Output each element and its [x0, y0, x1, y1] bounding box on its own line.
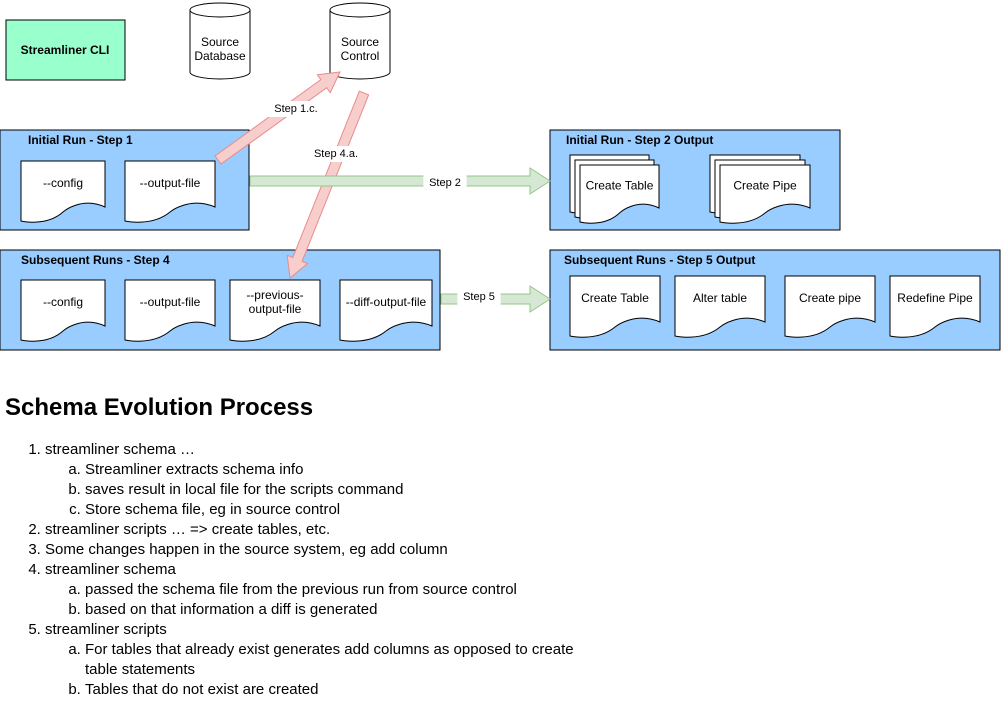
doc-label: --config	[43, 295, 83, 309]
group-title: Subsequent Runs - Step 5 Output	[564, 253, 755, 267]
doc-label: Redefine Pipe	[897, 291, 973, 305]
process-step-text: streamliner scripts	[45, 621, 167, 638]
alter-table-doc: Alter table	[674, 275, 766, 338]
svg-text:Step 2: Step 2	[429, 177, 461, 189]
process-substep: based on that information a diff is gene…	[85, 600, 575, 620]
doc-label: Create pipe	[799, 291, 861, 305]
cylinder-label: Database	[194, 49, 246, 63]
create-pipe-doc: Create Pipe	[709, 154, 811, 224]
process-step-text: streamliner schema …	[45, 441, 196, 458]
process-step-text: streamliner schema	[45, 561, 176, 578]
create-table-doc: Create Table	[569, 275, 661, 338]
cylinder-label: Source	[341, 35, 379, 49]
create-pipe-doc: Create pipe	[784, 275, 876, 338]
process-step: streamliner schema passed the schema file…	[45, 560, 575, 620]
process-steps-list: streamliner schema … Streamliner extracts…	[0, 440, 575, 700]
create-table-doc: Create Table	[569, 154, 660, 224]
process-step: Some changes happen in the source system…	[45, 540, 575, 560]
doc-label: --previous-	[246, 288, 303, 302]
process-substep: passed the schema file from the previous…	[85, 580, 575, 600]
process-step-text: streamliner scripts … => create tables, …	[45, 521, 331, 538]
group-title: Subsequent Runs - Step 4	[21, 253, 170, 267]
svg-text:Step 4.a.: Step 4.a.	[314, 148, 358, 160]
process-substep: Streamliner extracts schema info	[85, 460, 575, 480]
doc-label: Create Pipe	[733, 179, 797, 193]
process-substep: Tables that do not exist are created	[85, 680, 575, 700]
group-title: Initial Run - Step 1	[28, 133, 133, 147]
process-step: streamliner schema … Streamliner extracts…	[45, 440, 575, 520]
previous-output-file-doc: --previous-output-file	[229, 279, 321, 342]
step-1c-arrow	[214, 71, 341, 165]
step-2-arrow	[249, 167, 551, 195]
step-4a-label: Step 4.a.	[305, 146, 367, 162]
architecture-diagram: Streamliner CLISourceDatabaseSourceContr…	[0, 2, 1001, 351]
streamliner-cli-box: Streamliner CLI	[5, 19, 126, 81]
doc-label: --output-file	[140, 295, 201, 309]
process-step: streamliner scripts … => create tables, …	[45, 520, 575, 540]
doc-label: output-file	[249, 302, 302, 316]
process-substep: Store schema file, eg in source control	[85, 500, 575, 520]
doc-label: Create Table	[586, 179, 654, 193]
process-substeps-list: For tables that already exist generates …	[45, 640, 575, 700]
cylinder-label: Source	[201, 35, 239, 49]
process-step-text: Some changes happen in the source system…	[45, 541, 448, 558]
cylinder-label: Control	[341, 49, 380, 63]
doc-label: --config	[43, 176, 83, 190]
step-1c-label: Step 1.c.	[265, 101, 327, 117]
output-file-doc: --output-file	[124, 279, 216, 342]
step-5-label: Step 5	[457, 289, 501, 305]
process-step: streamliner scriptsFor tables that alrea…	[45, 620, 575, 700]
process-substeps-list: Streamliner extracts schema infosaves re…	[45, 460, 575, 520]
diff-output-file-doc: --diff-output-file	[339, 279, 433, 342]
process-substep: For tables that already exist generates …	[85, 640, 575, 680]
doc-label: Alter table	[693, 291, 747, 305]
output-file-doc: --output-file	[124, 160, 216, 223]
doc-label: --diff-output-file	[346, 295, 427, 309]
redefine-pipe-doc: Redefine Pipe	[889, 275, 981, 338]
config-doc: --config	[20, 279, 106, 342]
doc-heading: Schema Evolution Process	[5, 394, 314, 421]
config-doc: --config	[20, 160, 106, 223]
group-title: Initial Run - Step 2 Output	[566, 133, 713, 147]
doc-label: Create Table	[581, 291, 649, 305]
process-substeps-list: passed the schema file from the previous…	[45, 580, 575, 620]
doc-label: --output-file	[140, 176, 201, 190]
step-2-label: Step 2	[423, 175, 467, 191]
cli-label: Streamliner CLI	[21, 43, 110, 57]
process-substep: saves result in local file for the scrip…	[85, 480, 575, 500]
svg-text:Step 1.c.: Step 1.c.	[274, 103, 317, 115]
svg-text:Step 5: Step 5	[463, 291, 495, 303]
